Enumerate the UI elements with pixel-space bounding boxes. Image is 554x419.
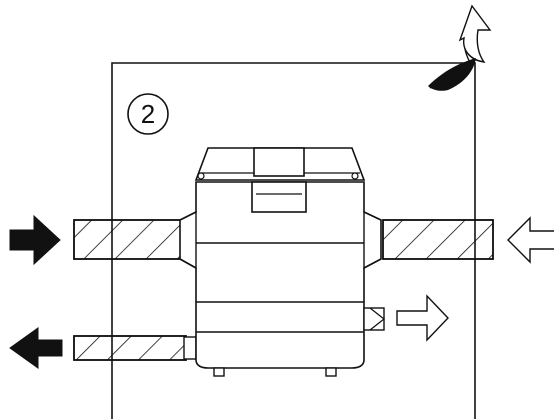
- curved-rotate-arrow-icon: [428, 4, 492, 91]
- step-badge: 2: [127, 93, 169, 135]
- outline-arrow-right-icon: [396, 294, 449, 342]
- duct-upper-left: [73, 219, 185, 260]
- duct-upper-right: [382, 219, 494, 260]
- solid-arrow-left-icon: [9, 327, 63, 369]
- step-circle: [127, 93, 169, 135]
- ventilation-unit: [179, 147, 385, 377]
- outline-arrow-left-icon: [507, 216, 554, 264]
- duct-lower-left: [73, 335, 197, 361]
- solid-arrow-right-icon: [9, 214, 61, 266]
- step-number: 2: [141, 99, 155, 129]
